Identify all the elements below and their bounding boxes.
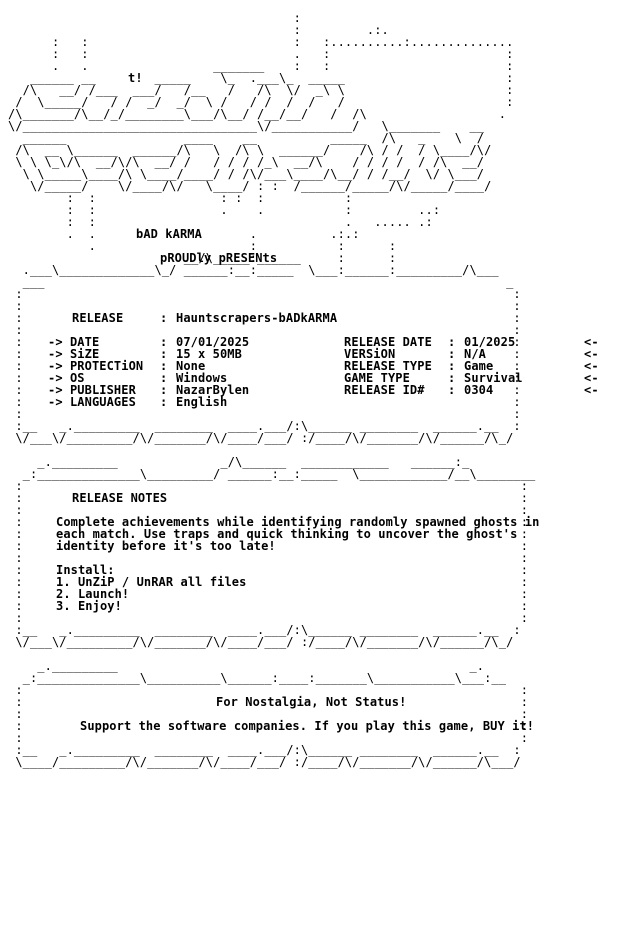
- footer-motto: For Nostalgia, Not Status!: [216, 695, 407, 709]
- field-label-languages: -> LANGUAGES: [48, 395, 136, 409]
- field-label-os: -> OS: [48, 371, 85, 385]
- install-step: 1. UnZiP / UnRAR all files: [56, 575, 247, 589]
- install-step: 3. Enjoy!: [56, 599, 122, 613]
- field-colon: :: [160, 383, 168, 397]
- field-value-game-type: Survival: [464, 371, 523, 385]
- text-layer: t! bAD kARMA pROUDly pRESENts RELEASE : …: [0, 71, 624, 780]
- field-label-release-date: RELEASE DATE: [344, 335, 432, 349]
- field-label-release-id: RELEASE ID#: [344, 383, 425, 397]
- release-notes-title: RELEASE NOTES: [72, 491, 168, 505]
- field-label-game-type: GAME TYPE: [344, 371, 410, 385]
- release-name: Hauntscrapers-bADkARMA: [176, 311, 338, 325]
- field-colon: :: [448, 371, 456, 385]
- field-value-languages: English: [176, 395, 228, 409]
- release-info-left: -> DATE : 07/01/2025 -> SiZE : 15 x 50MB…: [0, 132, 624, 432]
- group-tag: t!: [128, 71, 143, 85]
- footer-support: Support the software companies. If you p…: [80, 719, 535, 733]
- group-name: bAD kARMA: [136, 227, 202, 241]
- field-colon: :: [160, 371, 168, 385]
- field-colon: :: [448, 347, 456, 361]
- presents-text: pROUDly pRESENts: [160, 251, 278, 265]
- field-value-release-id: 0304: [464, 383, 494, 397]
- field-colon: :: [448, 359, 456, 373]
- field-colon: :: [448, 335, 456, 349]
- field-arrow: <-: [584, 335, 599, 349]
- notes-description-line: each match. Use traps and quick thinking…: [56, 527, 518, 541]
- field-arrow: <-: [584, 359, 599, 373]
- field-value-os: Windows: [176, 371, 228, 385]
- field-value-protection: None: [176, 359, 206, 373]
- field-value-release-type: Game: [464, 359, 494, 373]
- release-label: RELEASE: [72, 311, 124, 325]
- field-value-publisher: NazarBylen: [176, 383, 250, 397]
- install-step: 2. Launch!: [56, 587, 130, 601]
- notes-description-line: identity before it's too late!: [56, 539, 276, 553]
- field-colon: :: [160, 347, 168, 361]
- field-label-release-type: RELEASE TYPE: [344, 359, 432, 373]
- ascii-art-frame: : : .:. : : : :..........:..............…: [8, 11, 536, 769]
- release-colon: :: [160, 311, 168, 325]
- field-value-size: 15 x 50MB: [176, 347, 242, 361]
- install-title: Install:: [56, 563, 115, 577]
- field-label-date: -> DATE: [48, 335, 100, 349]
- field-colon: :: [160, 335, 168, 349]
- field-arrow: <-: [584, 371, 599, 385]
- field-value-date: 07/01/2025: [176, 335, 250, 349]
- field-value-release-date: 01/2025: [464, 335, 516, 349]
- field-label-protection: -> PROTECTiON: [48, 359, 144, 373]
- field-arrow: <-: [584, 383, 599, 397]
- release-info-right: RELEASE DATE : 01/2025 <- VERSiON : N/A …: [0, 336, 624, 780]
- field-label-size: -> SiZE: [48, 347, 100, 361]
- field-colon: :: [448, 383, 456, 397]
- field-colon: :: [160, 359, 168, 373]
- nfo-viewer: : : .:. : : : :..........:..............…: [0, 11, 624, 780]
- notes-description-line: Complete achievements while identifying …: [56, 515, 540, 529]
- field-arrow: <-: [584, 347, 599, 361]
- field-colon: :: [160, 395, 168, 409]
- field-value-version: N/A: [464, 347, 486, 361]
- field-label-publisher: -> PUBLISHER: [48, 383, 136, 397]
- field-label-version: VERSiON: [344, 347, 396, 361]
